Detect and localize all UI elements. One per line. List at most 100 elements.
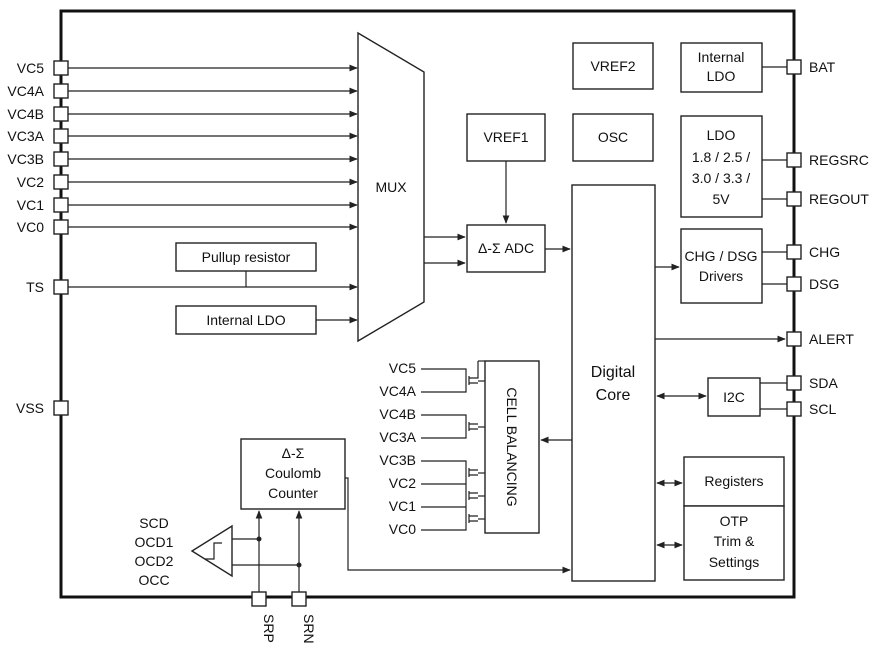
protection-labels: SCD OCD1 OCD2 OCC [135, 515, 174, 588]
cell-balancing-block [484, 360, 540, 534]
pin-vc2-label: VC2 [17, 174, 44, 190]
osc-label: OSC [598, 129, 628, 145]
bal-vc1-label: VC1 [389, 498, 416, 514]
digital-core-label-line2: Core [596, 387, 631, 404]
pin-alert-label: ALERT [809, 331, 854, 347]
pin-regout-label: REGOUT [809, 191, 869, 207]
protection-ocd2: OCD2 [135, 553, 174, 569]
pin-vc3b[interactable] [53, 151, 69, 167]
pin-dsg[interactable] [786, 276, 802, 292]
bal-vc0-label: VC0 [389, 521, 416, 537]
coulomb-label-line2: Coulomb [265, 465, 321, 481]
pin-sda[interactable] [786, 375, 802, 391]
mux-input-wires [68, 64, 358, 324]
pin-vc3a-label: VC3A [7, 128, 44, 144]
registers-label: Registers [704, 473, 763, 489]
pin-ts[interactable] [53, 279, 69, 295]
registers-block [683, 456, 785, 507]
pin-vc5[interactable] [53, 60, 69, 76]
pin-srn-label: SRN [301, 614, 317, 644]
pin-chg[interactable] [786, 244, 802, 260]
pin-scl[interactable] [786, 401, 802, 417]
pin-vc3a[interactable] [53, 128, 69, 144]
bal-vc4a-label: VC4A [379, 383, 416, 399]
otp-block [683, 505, 785, 581]
pin-bat-label: BAT [809, 59, 836, 75]
chg-dsg-drivers-block [680, 228, 763, 304]
internal-ldo-left-label: Internal LDO [206, 312, 285, 328]
internal-ldo-left-block [175, 305, 317, 335]
vref1-label: VREF1 [483, 129, 528, 145]
pin-srp[interactable] [251, 591, 267, 607]
pin-scl-label: SCL [809, 401, 836, 417]
pin-regout[interactable] [786, 191, 802, 207]
pin-vc0-label: VC0 [17, 219, 44, 235]
pin-vc4a-label: VC4A [7, 83, 44, 99]
pin-sda-label: SDA [809, 375, 838, 391]
pin-vc2[interactable] [53, 174, 69, 190]
vref2-label: VREF2 [590, 58, 635, 74]
pin-vc3b-label: VC3B [7, 151, 44, 167]
pin-srp-label: SRP [261, 614, 277, 643]
digital-core-label-line1: Digital [591, 364, 635, 381]
pin-dsg-label: DSG [809, 276, 839, 292]
mux-block [357, 31, 425, 343]
internal-ldo-top-block [680, 42, 763, 93]
pin-srn[interactable] [291, 591, 307, 607]
pin-regsrc[interactable] [786, 152, 802, 168]
pin-alert[interactable] [786, 331, 802, 347]
ldo-label-line4: 5V [712, 191, 730, 207]
pin-vss-label: VSS [16, 400, 44, 416]
otp-label-line3: Settings [709, 554, 760, 570]
pin-vc1-label: VC1 [17, 197, 44, 213]
adc-block [466, 224, 546, 273]
coulomb-label-line1: Δ-Σ [282, 445, 305, 461]
protection-occ: OCC [138, 572, 169, 588]
ldo-label-line1: LDO [707, 127, 736, 143]
chg-dsg-label-line1: CHG / DSG [684, 248, 757, 264]
pin-vc0[interactable] [53, 219, 69, 235]
vref2-block [572, 42, 654, 90]
comparator-symbol [190, 524, 233, 578]
cell-balancing-label: CELL BALANCING [504, 387, 520, 506]
protection-ocd1: OCD1 [135, 534, 174, 550]
otp-label-line2: Trim & [714, 533, 755, 549]
pin-ts-label: TS [26, 279, 44, 295]
pin-vss[interactable] [53, 400, 69, 416]
bal-vc3b-label: VC3B [379, 452, 416, 468]
bal-vc4b-label: VC4B [379, 406, 416, 422]
i2c-block [707, 377, 761, 417]
osc-block [572, 113, 654, 162]
protection-scd: SCD [139, 515, 169, 531]
internal-ldo-top-label-line1: Internal [698, 49, 745, 65]
adc-label: Δ-Σ ADC [478, 240, 534, 256]
pullup-resistor-label: Pullup resistor [202, 249, 291, 265]
ldo-label-line3: 3.0 / 3.3 / [692, 170, 750, 186]
pin-vc4a[interactable] [53, 83, 69, 99]
pin-bat[interactable] [786, 59, 802, 75]
ldo-label-line2: 1.8 / 2.5 / [692, 149, 750, 165]
pin-regsrc-label: REGSRC [809, 152, 869, 168]
coulomb-counter-block [240, 438, 346, 510]
mux-label: MUX [375, 179, 407, 195]
bottom-pins: SRP SRN [251, 591, 317, 644]
balancing-inputs: VC5 VC4A VC4B VC3A VC3B VC2 VC1 VC0 [379, 360, 485, 537]
pin-vc1[interactable] [53, 197, 69, 213]
chg-dsg-label-line2: Drivers [699, 268, 743, 284]
bal-vc2-label: VC2 [389, 475, 416, 491]
coulomb-label-line3: Counter [268, 485, 318, 501]
bal-vc5-label: VC5 [389, 360, 416, 376]
left-pins: VC5 VC4A VC4B VC3A VC3B VC2 VC1 VC0 TS V… [7, 60, 69, 416]
chip-outline [59, 9, 796, 599]
otp-label-line1: OTP [720, 513, 749, 529]
right-pins: BAT REGSRC REGOUT CHG DSG ALERT SDA SCL [786, 59, 869, 417]
pin-vc4b[interactable] [53, 106, 69, 122]
digital-core-block [571, 184, 656, 582]
vref1-block [466, 113, 546, 162]
pin-vc4b-label: VC4B [7, 106, 44, 122]
i2c-label: I2C [723, 389, 745, 405]
pin-vc5-label: VC5 [17, 60, 44, 76]
internal-ldo-top-label-line2: LDO [707, 68, 736, 84]
bal-vc3a-label: VC3A [379, 429, 416, 445]
